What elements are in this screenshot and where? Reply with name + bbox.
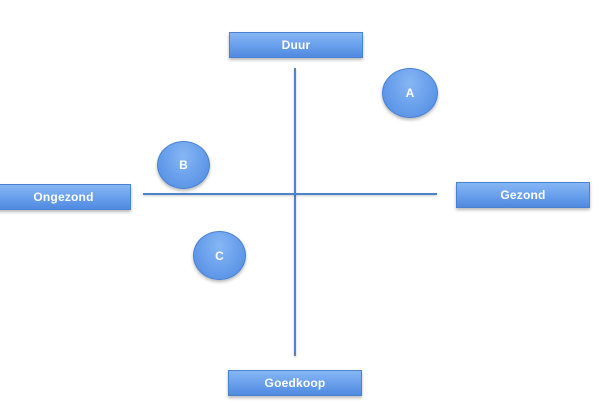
axis-label-right: Gezond bbox=[456, 182, 590, 208]
item-bubble-b: B bbox=[157, 141, 210, 189]
item-bubble-c: C bbox=[193, 231, 246, 280]
horizontal-axis-line bbox=[143, 193, 437, 195]
axis-label-bottom: Goedkoop bbox=[228, 370, 362, 396]
item-bubble-a: A bbox=[382, 68, 438, 118]
axis-label-top: Duur bbox=[229, 32, 363, 58]
vertical-axis-line bbox=[294, 68, 296, 356]
axis-label-left: Ongezond bbox=[0, 184, 131, 210]
